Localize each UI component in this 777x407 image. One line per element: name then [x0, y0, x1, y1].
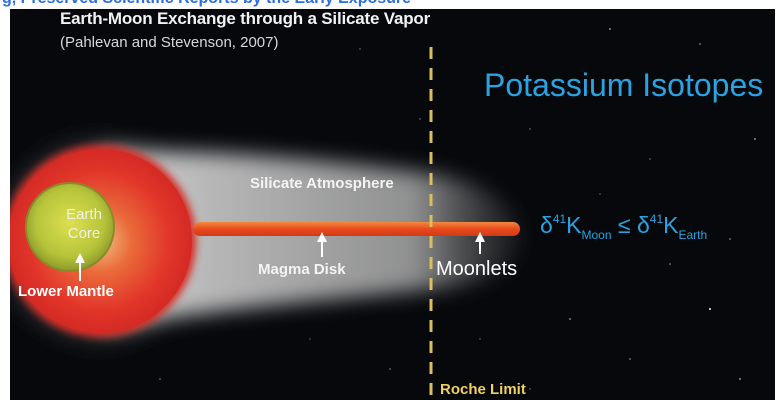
silicate-atmosphere-label: Silicate Atmosphere [250, 175, 394, 192]
mass-number-left: 41 [552, 212, 567, 226]
magma-disk-arrow [317, 232, 327, 257]
caption-strip: g, Preserved Scientific Reports by the E… [0, 0, 777, 9]
potassium-symbol-right: K [663, 212, 679, 238]
diagram-graphics [10, 28, 756, 400]
magma-disk-band [193, 222, 520, 236]
potassium-symbol-left: K [566, 212, 582, 238]
potassium-isotopes-heading: Potassium Isotopes [484, 67, 764, 103]
diagram-frame: Earth-Moon Exchange through a Silicate V… [10, 9, 775, 400]
diagram-title: Earth-Moon Exchange through a Silicate V… [60, 9, 430, 28]
magma-disk-label: Magma Disk [258, 261, 346, 278]
relation-symbol: ≤ [611, 212, 637, 238]
delta-symbol-left: δ [540, 212, 553, 238]
lower-mantle-label: Lower Mantle [18, 283, 114, 300]
earth-core-label-line1: Earth [66, 206, 102, 223]
moonlets-arrow [475, 232, 485, 254]
moonlets-label: Moonlets [436, 258, 518, 280]
mass-number-right: 41 [649, 212, 664, 226]
earth-core [25, 182, 115, 272]
starfield [159, 28, 756, 390]
earth-core-label-line2: Core [67, 225, 101, 242]
delta-symbol-right: δ [636, 212, 650, 238]
caption-text: g, Preserved Scientific Reports by the E… [2, 0, 411, 8]
roche-limit-label: Roche Limit [440, 381, 526, 398]
lower-mantle-arrow [75, 253, 85, 281]
earth-core-label: Earth Core [54, 205, 114, 243]
moon-subscript: Moon [581, 228, 612, 242]
earth-subscript: Earth [678, 228, 708, 242]
isotope-equation: δ41KMoon ≤ δ41KEarth [540, 212, 707, 242]
citation: (Pahlevan and Stevenson, 2007) [60, 34, 279, 51]
